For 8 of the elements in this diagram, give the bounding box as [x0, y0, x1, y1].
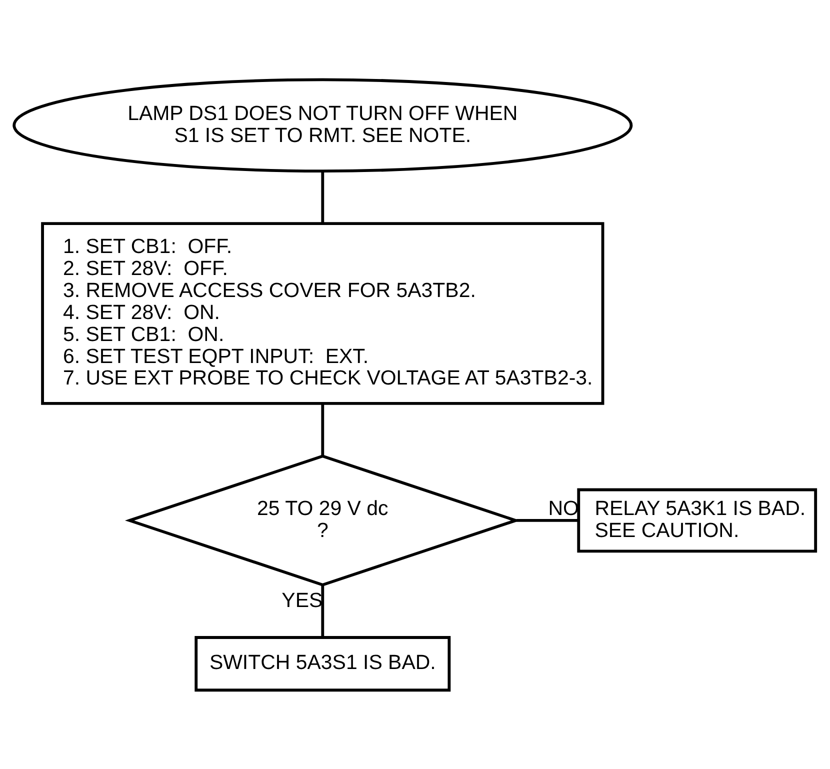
connector	[321, 584, 324, 637]
connector	[321, 403, 324, 456]
connector	[516, 518, 579, 522]
connector	[321, 170, 324, 223]
node-box: 1. SET CB1: OFF. 2. SET 28V: OFF. 3. REMOVE ACCESS COVER FOR 5A3TB2. 4. SET 28V: ON. 5. SET CB1: ON. 6. SET TEST EQPT INPUT: EXT. 7. USE EXT PROBE TO CHECK VOLTAGE AT 5A3TB2-3.	[41, 222, 604, 404]
node-box: SWITCH 5A3S1 IS BAD.	[194, 636, 451, 692]
node-ellipse: LAMP DS1 DOES NOT TURN OFF WHEN S1 IS SET TO RMT. SEE NOTE.	[12, 78, 633, 172]
node-box: RELAY 5A3K1 IS BAD. SEE CAUTION.	[577, 488, 818, 552]
